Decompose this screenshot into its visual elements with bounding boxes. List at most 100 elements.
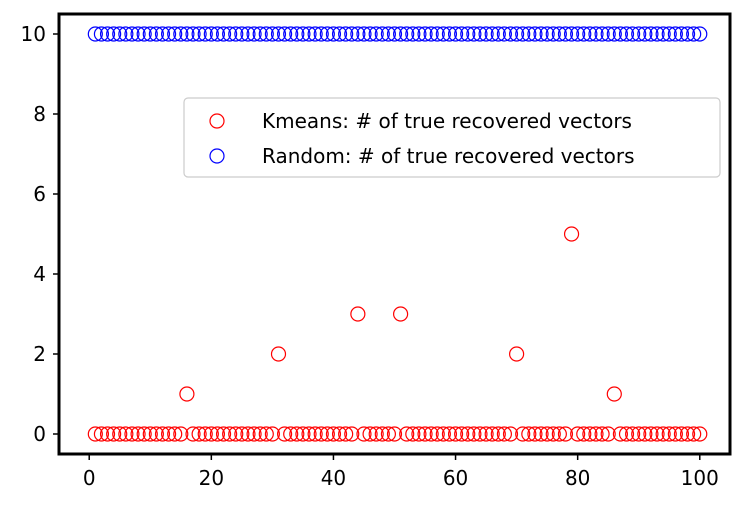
data-point [686, 26, 702, 42]
data-point [478, 26, 494, 42]
data-point [454, 26, 470, 42]
data-point [637, 426, 653, 442]
data-point [460, 26, 476, 42]
data-point [154, 26, 171, 42]
data-point [319, 26, 335, 42]
data-point [234, 426, 250, 442]
data-point [93, 26, 110, 42]
data-point [460, 426, 476, 442]
legend-marker-kmeans [209, 113, 225, 129]
data-point [539, 26, 555, 42]
data-point [411, 426, 427, 442]
data-point [545, 426, 561, 442]
data-point [570, 426, 586, 442]
data-point [612, 426, 629, 442]
data-point [246, 426, 262, 442]
data-point [258, 426, 274, 442]
legend-label-kmeans: Kmeans: # of true recovered vectors [262, 109, 632, 133]
data-point [533, 26, 549, 42]
data-point [423, 26, 439, 42]
data-point [167, 26, 183, 42]
data-point [197, 426, 213, 442]
data-point [502, 26, 519, 42]
data-point [588, 26, 604, 42]
data-point [240, 426, 256, 442]
data-point [405, 426, 421, 442]
data-point [545, 26, 561, 42]
data-point [289, 426, 305, 442]
data-point [496, 26, 512, 42]
data-point [435, 26, 451, 42]
data-point [594, 26, 610, 42]
data-point [277, 426, 293, 442]
data-point [557, 426, 574, 442]
data-point [686, 426, 702, 442]
data-point [264, 426, 280, 442]
legend: Kmeans: # of true recovered vectors Rand… [183, 97, 721, 178]
data-point [124, 26, 140, 42]
data-point [399, 26, 415, 42]
data-point [173, 26, 189, 42]
data-point [136, 426, 152, 442]
data-point [112, 26, 128, 42]
data-point [136, 26, 152, 42]
data-point [515, 26, 531, 42]
data-point [655, 426, 671, 442]
y-tick-label: 6 [33, 182, 46, 206]
data-points [87, 26, 708, 442]
data-point [106, 426, 122, 442]
data-point [386, 426, 403, 442]
data-point [606, 386, 622, 402]
data-point [490, 426, 506, 442]
data-point [118, 426, 134, 442]
x-tick-label: 60 [443, 466, 468, 490]
plot-frame [57, 12, 732, 456]
data-point [319, 426, 335, 442]
data-point [203, 426, 219, 442]
data-point [509, 346, 525, 362]
data-point [215, 26, 232, 42]
data-point [277, 26, 293, 42]
data-point [283, 426, 299, 442]
data-point [625, 426, 641, 442]
data-point [667, 26, 683, 42]
data-point [160, 26, 177, 42]
data-point [692, 426, 708, 442]
data-point [435, 426, 451, 442]
data-point [600, 26, 616, 42]
data-point [551, 426, 567, 442]
data-point [661, 26, 677, 42]
data-point [240, 26, 256, 42]
data-point [325, 26, 342, 42]
data-point [203, 26, 219, 42]
data-point [301, 426, 317, 442]
data-point [399, 426, 415, 442]
data-point [344, 426, 360, 442]
data-point [148, 426, 164, 442]
data-point [209, 426, 226, 442]
data-point [637, 26, 653, 42]
data-point [185, 26, 201, 42]
data-point [527, 26, 543, 42]
data-point [356, 426, 372, 442]
data-point [252, 26, 268, 42]
data-point [509, 26, 525, 42]
data-point [405, 26, 421, 42]
data-point [582, 426, 598, 442]
data-point [295, 26, 311, 42]
data-point [618, 426, 635, 442]
data-point [368, 26, 384, 42]
data-point [631, 26, 647, 42]
data-point [228, 426, 244, 442]
data-point [667, 426, 683, 442]
data-point [222, 426, 238, 442]
data-point [466, 426, 482, 442]
data-point [625, 26, 641, 42]
legend-box [183, 97, 721, 178]
data-point [197, 26, 213, 42]
data-point [191, 26, 207, 42]
data-point [490, 26, 506, 42]
data-point [533, 426, 549, 442]
x-tick-label: 100 [681, 466, 719, 490]
